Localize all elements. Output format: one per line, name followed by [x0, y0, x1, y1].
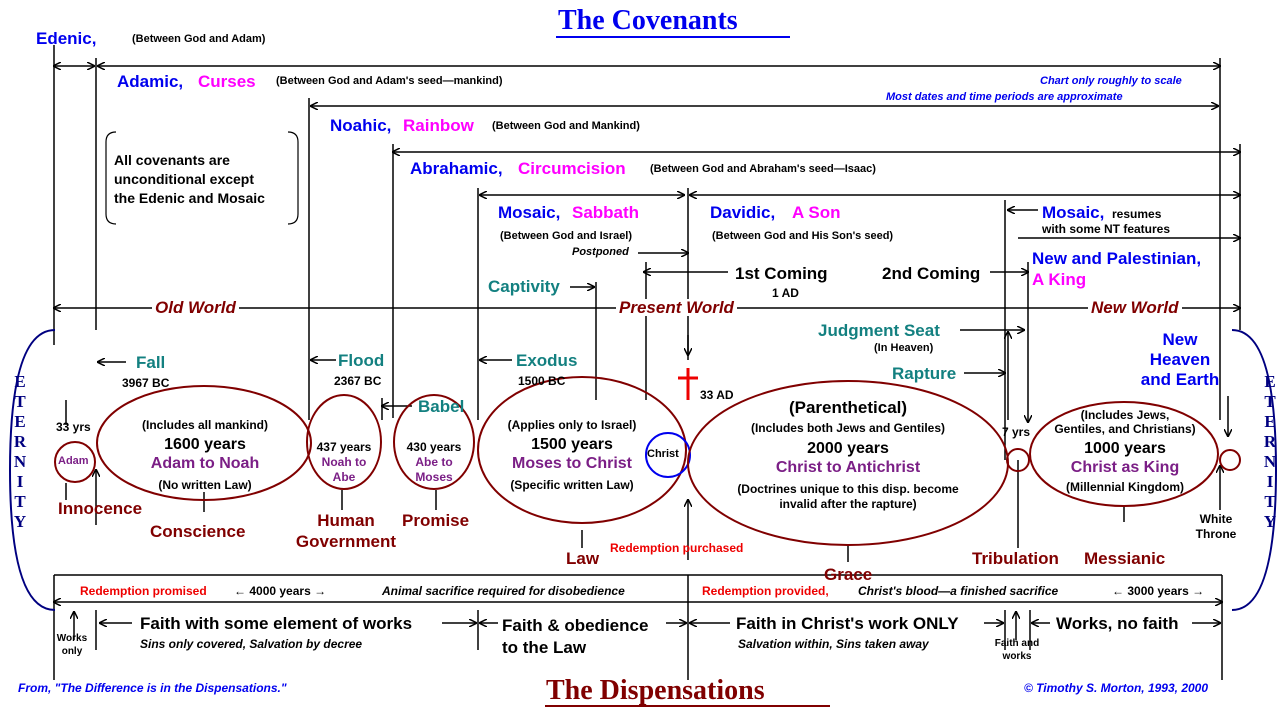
- cross-date: 33 AD: [700, 388, 734, 402]
- law-ellipse: [477, 376, 687, 524]
- davidic-desc: (Between God and His Son's seed): [712, 230, 894, 242]
- promise-label: Promise: [402, 511, 470, 530]
- law-content: (Applies only to Israel) 1500 years Mose…: [507, 418, 637, 492]
- redemption-promised-label: Redemption promised: [80, 584, 207, 598]
- judgment-seat-label: Judgment Seat: [818, 321, 940, 340]
- white-throne-circle: [1219, 449, 1241, 471]
- promise-ellipse: [393, 394, 475, 490]
- mosaic-label: Mosaic,: [498, 203, 561, 222]
- edenic-desc: (Between God and Adam): [132, 33, 266, 45]
- redemption-provided-label: Redemption provided,: [702, 584, 829, 598]
- babel-label: Babel: [418, 397, 465, 416]
- new-palestinian-sign: A King: [1032, 270, 1087, 289]
- redemption-purchased-label: Redemption purchased: [610, 541, 744, 555]
- abrahamic-label: Abrahamic,: [410, 159, 503, 178]
- noahic-sign: Rainbow: [403, 116, 474, 135]
- present-world-label: Present World: [616, 299, 737, 316]
- covenants-title: The Covenants: [558, 5, 738, 36]
- adam-circle: [54, 441, 96, 483]
- years-4000-label: ← 4000 years →: [230, 585, 331, 597]
- conscience-content: (Includes all mankind) 1600 years Adam t…: [141, 418, 269, 492]
- adamic-label: Adamic,: [117, 72, 184, 91]
- rapture-label: Rapture: [892, 364, 957, 383]
- flood-label: Flood: [338, 351, 385, 370]
- mosaic-resumes-text2: with some NT features: [1042, 222, 1171, 236]
- mosaic-resumes-label: Mosaic,: [1042, 203, 1105, 222]
- abrahamic-sign: Circumcision: [518, 159, 626, 178]
- adam-years: 33 yrs: [56, 420, 91, 434]
- tribulation-years: 7 yrs: [1002, 425, 1031, 439]
- fall-date: 3967 BC: [122, 376, 170, 390]
- eternity-right-bracket: [1231, 329, 1278, 611]
- postponed-label: Postponed: [572, 246, 629, 258]
- note-dates: Most dates and time periods are approxim…: [886, 91, 1123, 103]
- tribulation-label: Tribulation: [972, 549, 1059, 568]
- davidic-sign: A Son: [792, 203, 841, 222]
- salvation-within-label: Salvation within, Sins taken away: [738, 637, 929, 651]
- works-no-faith-label: Works, no faith: [1056, 614, 1179, 633]
- grace-label: Grace: [824, 565, 873, 584]
- law-label: Law: [566, 549, 600, 568]
- eternity-left-bracket: [8, 329, 56, 611]
- christ-circle: [645, 432, 691, 478]
- mosaic-desc: (Between God and Israel): [500, 230, 633, 242]
- adamic-desc: (Between God and Adam's seed—mankind): [276, 75, 503, 87]
- innocence-label: Innocence: [58, 499, 143, 518]
- government-content: 437 years Noah to Abe: [316, 440, 372, 484]
- government-ellipse: [306, 394, 382, 490]
- flood-date: 2367 BC: [334, 374, 382, 388]
- source-footer: From, "The Difference is in the Dispensa…: [18, 681, 287, 695]
- first-coming-date: 1 AD: [772, 286, 799, 300]
- grace-content: (Parenthetical) (Includes both Jews and …: [737, 398, 959, 511]
- years-3000-label: ← 3000 years →: [1108, 585, 1209, 597]
- faith-christ-label: Faith in Christ's work ONLY: [736, 614, 959, 633]
- first-coming-label: 1st Coming: [735, 264, 828, 283]
- noahic-desc: (Between God and Mankind): [492, 120, 640, 132]
- conscience-ellipse: [96, 385, 312, 501]
- tribulation-circle: [1006, 448, 1030, 472]
- messianic-label: Messianic: [1084, 549, 1166, 568]
- copyright-footer: © Timothy S. Morton, 1993, 2000: [1024, 681, 1209, 695]
- abrahamic-desc: (Between God and Abraham's seed—Isaac): [650, 163, 876, 175]
- exodus-label: Exodus: [516, 351, 578, 370]
- messianic-ellipse: [1029, 401, 1219, 507]
- cross-icon: [678, 368, 698, 400]
- blood-label: Christ's blood—a finished sacrifice: [856, 584, 1061, 598]
- adamic-sign: Curses: [198, 72, 256, 91]
- fall-label: Fall: [136, 353, 166, 372]
- second-coming-label: 2nd Coming: [882, 264, 981, 283]
- new-palestinian-label: New and Palestinian,: [1032, 249, 1202, 268]
- promise-content: 430 years Abe to Moses: [406, 440, 462, 484]
- messianic-content: (Includes Jews, Gentiles, and Christians…: [1054, 408, 1196, 494]
- christ-label: Christ: [647, 448, 679, 460]
- dispensations-title: The Dispensations: [546, 675, 765, 706]
- in-heaven-label: (In Heaven): [874, 342, 934, 354]
- edenic-label: Edenic,: [36, 29, 97, 48]
- exodus-date: 1500 BC: [518, 374, 566, 388]
- davidic-label: Davidic,: [710, 203, 776, 222]
- mosaic-sign: Sabbath: [572, 203, 640, 222]
- faith-works-label: Faith with some element of works: [140, 614, 413, 633]
- mosaic-resumes-text: resumes: [1112, 207, 1162, 221]
- conscience-label: Conscience: [150, 522, 246, 541]
- captivity-label: Captivity: [488, 277, 560, 296]
- sacrifice-label: Animal sacrifice required for disobedien…: [380, 584, 627, 598]
- note-scale: Chart only roughly to scale: [1040, 75, 1182, 87]
- sins-covered-label: Sins only covered, Salvation by decree: [140, 637, 363, 651]
- noahic-label: Noahic,: [330, 116, 392, 135]
- old-world-label: Old World: [152, 299, 239, 316]
- new-world-label: New World: [1088, 299, 1182, 316]
- adam-name: Adam: [58, 455, 89, 467]
